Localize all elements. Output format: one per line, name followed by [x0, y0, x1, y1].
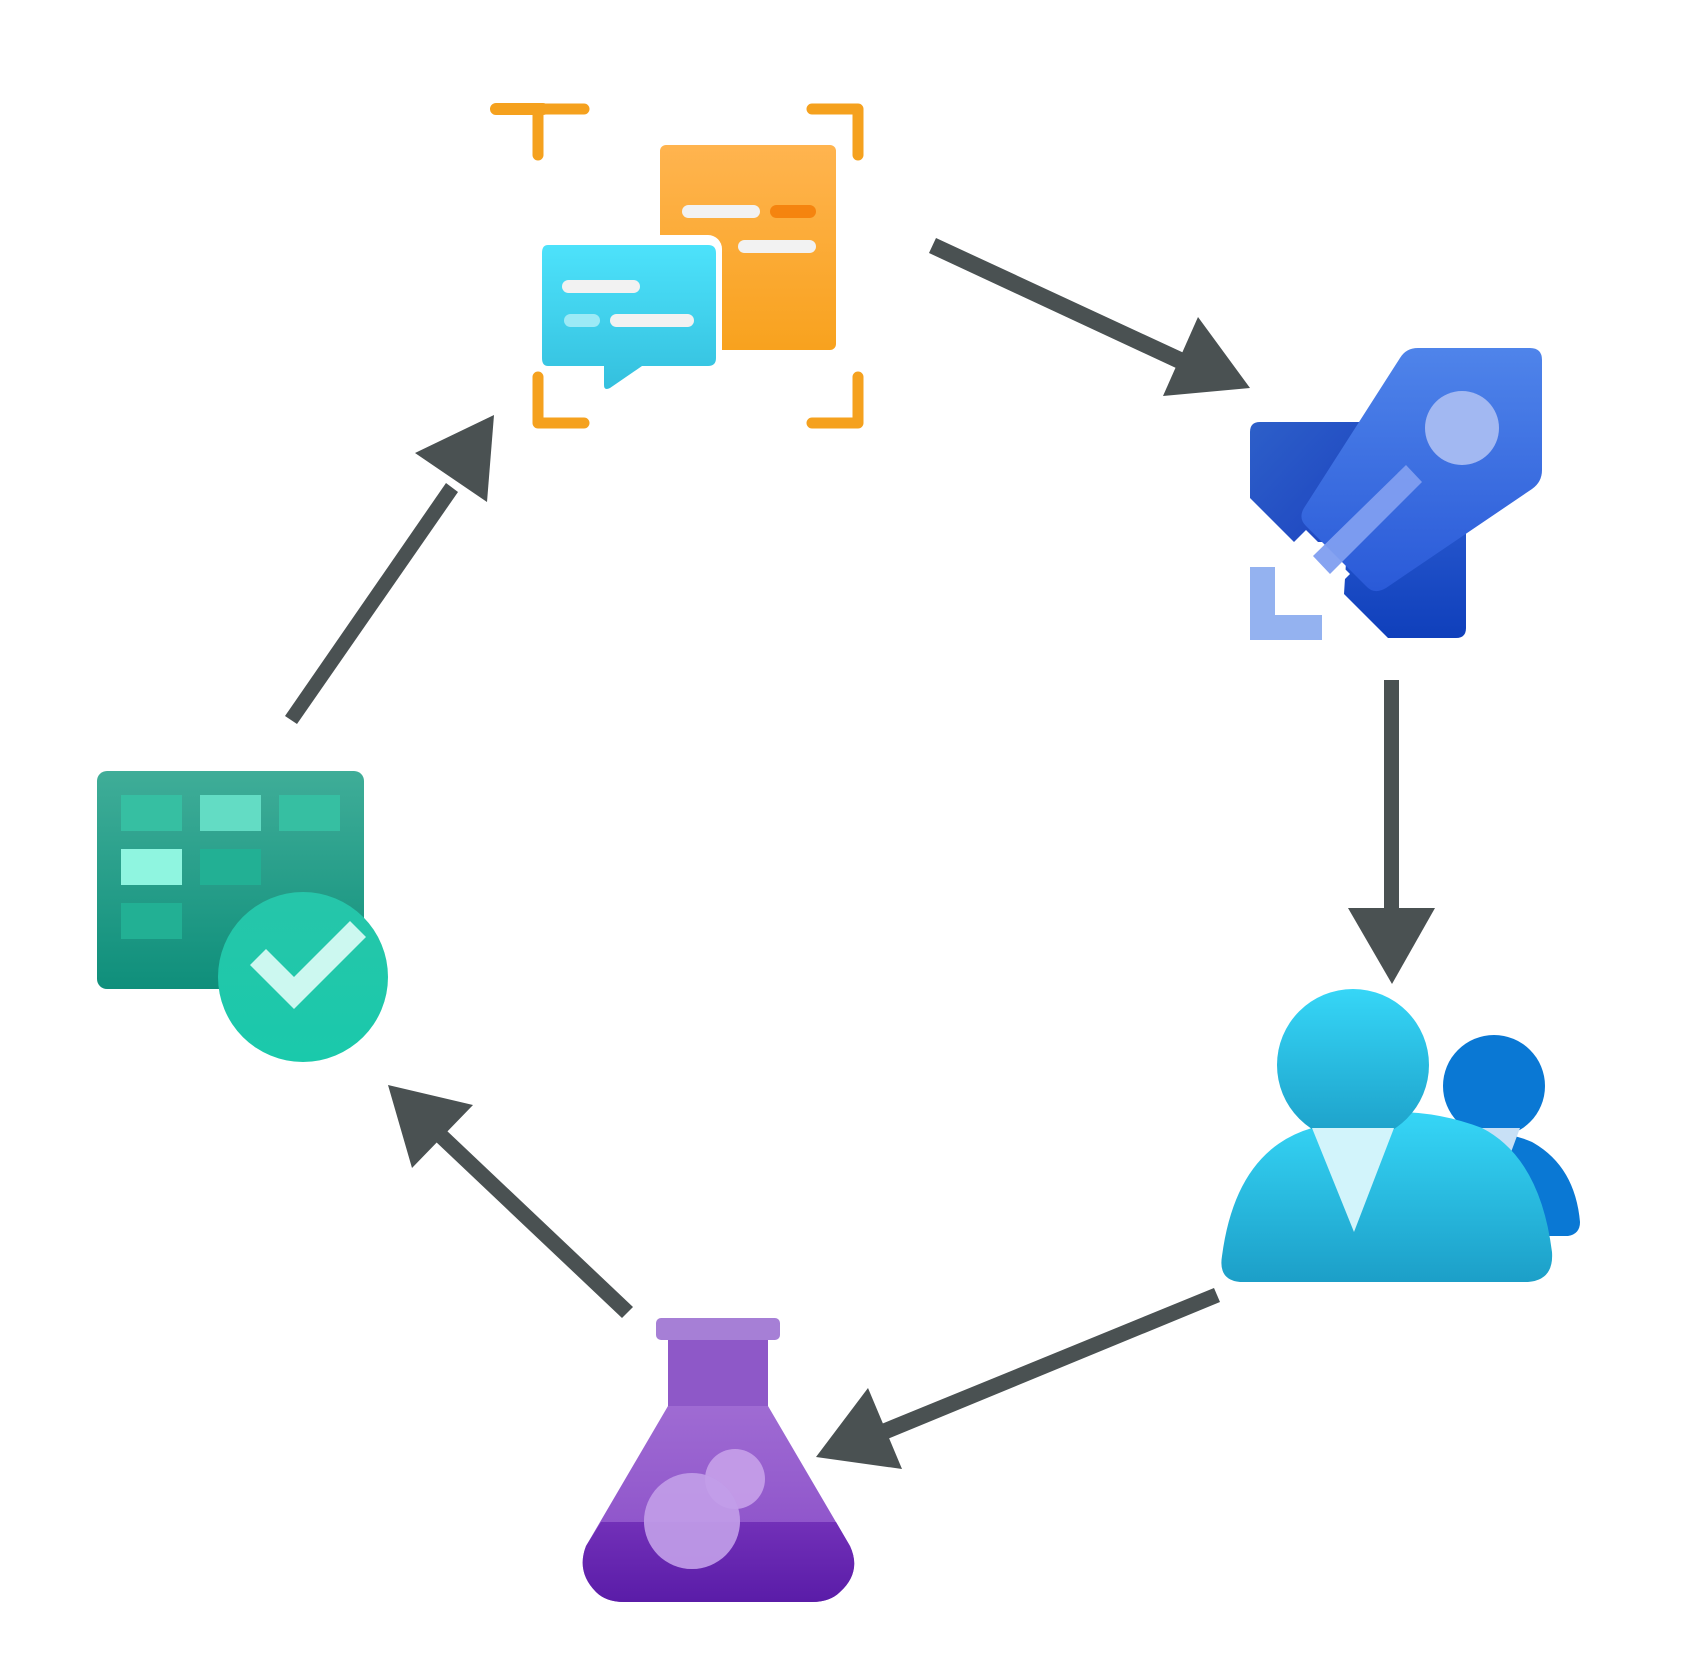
- arrow-boards-to-feedback: [285, 415, 494, 724]
- boards-check-icon: [97, 771, 388, 1062]
- flask-test-icon: [582, 1318, 855, 1602]
- users-icon: [1221, 989, 1580, 1282]
- arrow-pipelines-to-users: [1348, 680, 1435, 984]
- arrow-feedback-to-pipelines: [929, 238, 1250, 396]
- arrow-users-to-test: [816, 1288, 1220, 1469]
- feedback-chat-icon: [490, 103, 864, 429]
- rocket-pipelines-icon: [1250, 348, 1542, 640]
- arrow-test-to-boards: [388, 1085, 633, 1318]
